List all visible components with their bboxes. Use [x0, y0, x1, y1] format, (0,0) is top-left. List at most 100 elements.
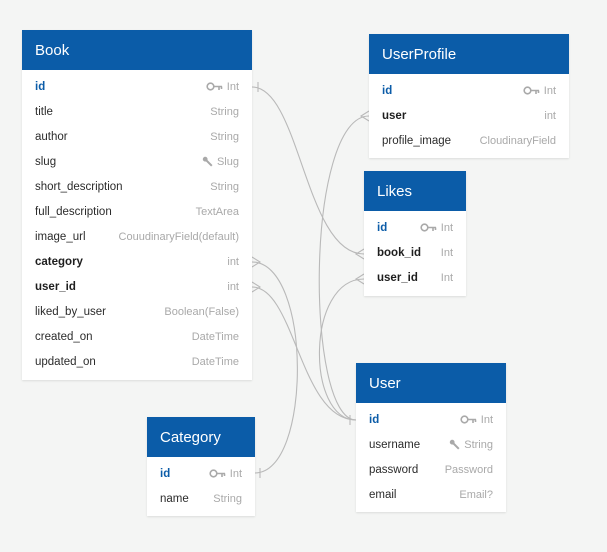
field-type: Int	[440, 271, 453, 284]
field-name: slug	[35, 155, 57, 168]
field-type: Boolean(False)	[164, 305, 239, 318]
field-name: full_description	[35, 205, 112, 218]
field-name: liked_by_user	[35, 305, 106, 318]
field-row-email[interactable]: email Email?	[356, 482, 506, 507]
field-row-full-description[interactable]: full_description TextArea	[22, 199, 252, 224]
field-row-name[interactable]: name String	[147, 486, 255, 511]
field-row-title[interactable]: title String	[22, 99, 252, 124]
field-name: id	[35, 80, 46, 93]
field-type: DateTime	[191, 355, 239, 368]
field-type-cell: DateTime	[192, 331, 239, 343]
field-name: book_id	[377, 246, 422, 259]
table-title: Book	[35, 41, 70, 59]
field-row-author[interactable]: author String	[22, 124, 252, 149]
field-name: created_on	[35, 330, 93, 343]
field-type-cell: Int	[460, 414, 493, 426]
field-type: Password	[444, 463, 493, 476]
field-row-slug[interactable]: slug Slug	[22, 149, 252, 174]
field-name: title	[35, 105, 53, 118]
field-type-cell: TextArea	[196, 206, 239, 218]
field-type-cell: Password	[445, 464, 493, 476]
table-header-book[interactable]: Book	[22, 30, 252, 70]
field-name: profile_image	[382, 134, 452, 147]
field-type: Int	[226, 80, 239, 93]
field-type: Email?	[459, 488, 493, 501]
many-marker-userprofile-user	[359, 110, 370, 122]
field-row-liked-by-user[interactable]: liked_by_user Boolean(False)	[22, 299, 252, 324]
field-row-password[interactable]: password Password	[356, 457, 506, 482]
field-type-cell: String	[213, 493, 242, 505]
many-marker-likes-book-id	[354, 248, 365, 260]
many-marker-book-category	[251, 256, 262, 268]
field-name: id	[369, 413, 380, 426]
field-row-created-on[interactable]: created_on DateTime	[22, 324, 252, 349]
key-icon	[209, 469, 226, 478]
field-type-cell: String	[210, 131, 239, 143]
field-name: category	[35, 255, 83, 268]
field-type-cell: Int	[206, 81, 239, 93]
field-type-cell: String	[210, 106, 239, 118]
field-type: String	[210, 105, 239, 118]
field-name: updated_on	[35, 355, 96, 368]
field-name: password	[369, 463, 419, 476]
field-type: Int	[543, 84, 556, 97]
field-type-cell: int	[227, 281, 239, 293]
field-row-id[interactable]: id Int	[356, 407, 506, 432]
table-header-category[interactable]: Category	[147, 417, 255, 457]
field-row-book-id[interactable]: book_id Int	[364, 240, 466, 265]
field-type: DateTime	[191, 330, 239, 343]
field-type: String	[213, 492, 242, 505]
field-type: int	[227, 255, 239, 268]
wrench-icon	[202, 156, 213, 167]
table-header-userprofile[interactable]: UserProfile	[369, 34, 569, 74]
many-marker-likes-user-id	[354, 273, 365, 285]
field-type-cell: Int	[441, 247, 453, 259]
field-name: email	[369, 488, 397, 501]
table-header-user[interactable]: User	[356, 363, 506, 403]
field-type: TextArea	[195, 205, 239, 218]
field-type: Int	[229, 467, 242, 480]
field-row-id[interactable]: id Int	[22, 74, 252, 99]
relation-book-category-category-id	[251, 261, 298, 474]
field-type-cell: Int	[523, 85, 556, 97]
field-row-profile-image[interactable]: profile_image CloudinaryField	[369, 128, 569, 153]
table-title: User	[369, 374, 401, 392]
field-type-cell: CouudinaryField(default)	[119, 231, 239, 243]
field-type: int	[227, 280, 239, 293]
field-name: name	[160, 492, 189, 505]
field-row-category[interactable]: category int	[22, 249, 252, 274]
field-type: String	[210, 130, 239, 143]
field-type: Int	[480, 413, 493, 426]
key-icon	[420, 223, 437, 232]
table-title: Likes	[377, 182, 413, 200]
field-name: author	[35, 130, 68, 143]
field-type-cell: int	[227, 256, 239, 268]
field-row-updated-on[interactable]: updated_on DateTime	[22, 349, 252, 374]
table-header-likes[interactable]: Likes	[364, 171, 466, 211]
key-icon	[460, 415, 477, 424]
table-title: UserProfile	[382, 45, 457, 63]
field-name: id	[377, 221, 388, 234]
field-type-cell: Email?	[459, 489, 493, 501]
field-type: CloudinaryField	[479, 134, 556, 147]
relation-book-user-id-user-id	[251, 286, 357, 421]
field-type-cell: Slug	[202, 156, 239, 168]
